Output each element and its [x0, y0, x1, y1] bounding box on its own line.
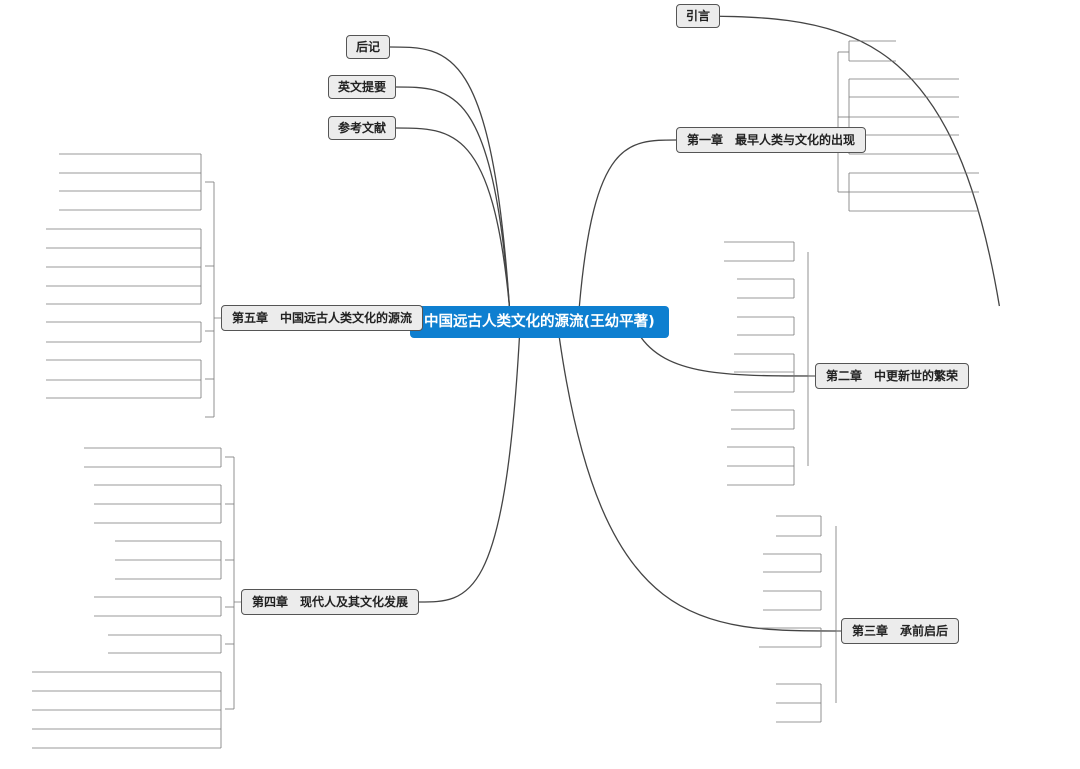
connector	[390, 46, 511, 307]
connector	[638, 333, 816, 377]
chapter-5[interactable]: 第五章 中国远古人类文化的源流	[221, 305, 424, 331]
topic-references[interactable]: 参考文献	[328, 116, 397, 140]
topic-english-abstract[interactable]: 英文提要	[328, 75, 397, 99]
chapter-2[interactable]: 第二章 中更新世的繁荣	[815, 363, 970, 389]
root-topic[interactable]: 中国远古人类文化的源流(王幼平著)	[410, 306, 669, 338]
connector	[558, 337, 842, 632]
topic-postscript[interactable]: 后记	[346, 35, 391, 59]
connector	[396, 127, 511, 307]
connector	[675, 15, 1001, 307]
topic-intro[interactable]: 引言	[676, 4, 721, 28]
chapter-3[interactable]: 第三章 承前启后	[841, 618, 960, 644]
chapter-4[interactable]: 第四章 现代人及其文化发展	[241, 589, 420, 615]
chapter-1[interactable]: 第一章 最早人类与文化的出现	[676, 127, 867, 153]
connector	[578, 139, 677, 307]
connector	[396, 86, 511, 307]
connector	[419, 337, 521, 603]
